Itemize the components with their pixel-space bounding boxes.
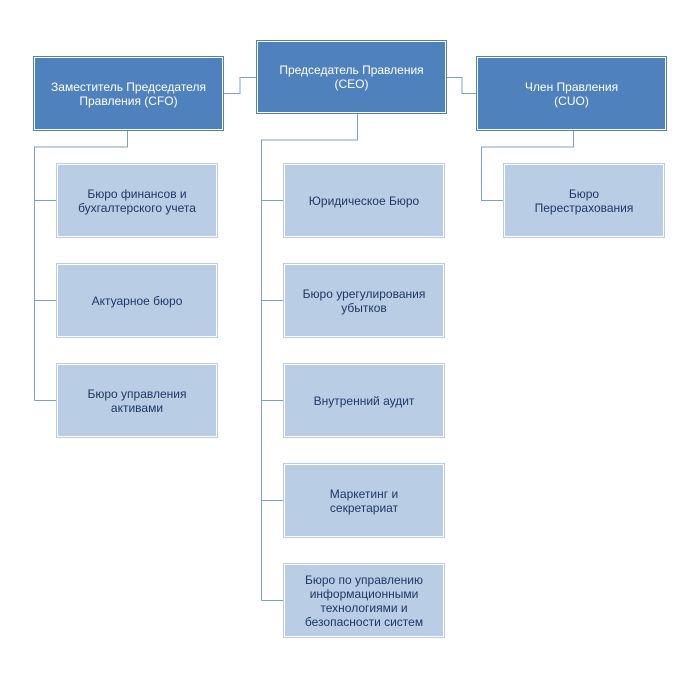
node-legal-bureau: Юридическое Бюро [284, 164, 444, 237]
node-finance-accounting-bureau: Бюро финансов и бухгалтерского учета [57, 164, 217, 237]
node-actuarial-bureau: Актуарное бюро [57, 264, 217, 337]
node-reinsurance-bureau: Бюро Перестрахования [504, 164, 664, 237]
connector-ceo-cuo [446, 77, 477, 94]
node-claims-bureau: Бюро урегулирования убытков [284, 264, 444, 337]
node-ceo: Председатель Правления (CEO) [257, 41, 446, 113]
connector-ceo-trunk [261, 113, 358, 601]
node-marketing-secretariat: Маркетинг и секретариат [284, 464, 444, 537]
connector-cuo [481, 130, 574, 201]
node-internal-audit: Внутренний аудит [284, 364, 444, 437]
node-cuo: Член Правления (CUO) [477, 57, 666, 130]
node-cfo: Заместитель Председателя Правления (CFO) [34, 57, 223, 130]
connector-ceo-cfo [223, 77, 257, 94]
node-asset-management-bureau: Бюро управления активами [57, 364, 217, 437]
node-it-security-bureau: Бюро по управлению информационными техно… [284, 564, 444, 637]
connector-cfo-trunk [34, 130, 128, 401]
